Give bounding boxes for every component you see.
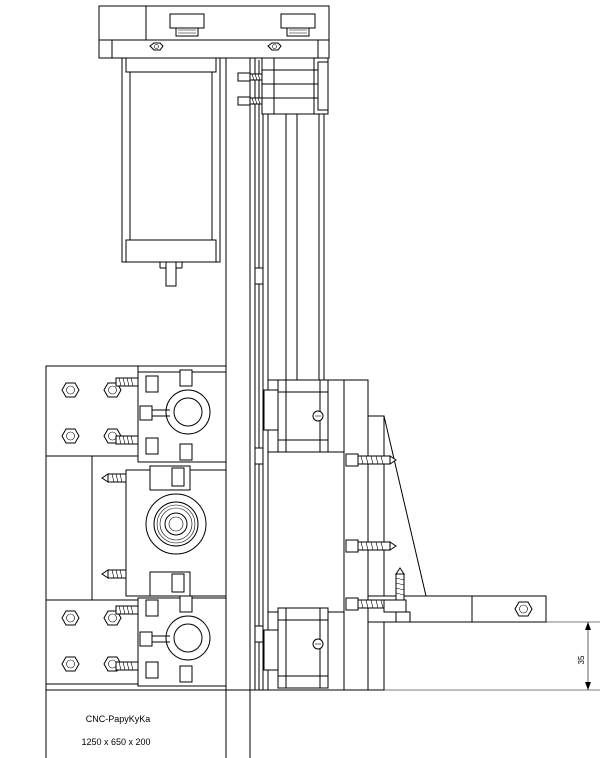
bolt-icon <box>115 435 139 445</box>
bolt-icon <box>115 661 139 671</box>
hex-nut-icon <box>61 610 80 626</box>
dimension-value: 35 <box>577 655 586 664</box>
nut-housing <box>101 465 227 597</box>
upper-shaft-clamp <box>115 369 227 463</box>
hex-nut-icon <box>61 428 80 444</box>
top-bearing-block <box>237 57 329 115</box>
bolt-icon <box>345 539 397 553</box>
bolt-icon <box>237 72 263 82</box>
right-plate <box>343 379 547 691</box>
bolt-icon <box>237 96 263 106</box>
hex-nut-icon <box>514 601 533 617</box>
bearing-icon <box>145 493 207 555</box>
hex-nut-icon <box>61 382 80 398</box>
bolt-icon <box>101 473 127 483</box>
dimension-35: 35 <box>368 621 600 691</box>
right-bearing-blocks <box>263 379 345 691</box>
title-size: 1250 x 650 x 200 <box>81 737 150 747</box>
bolt-icon <box>101 569 127 579</box>
left-plate-nuts <box>61 382 122 672</box>
lower-shaft-clamp <box>115 595 227 687</box>
bolt-icon <box>115 605 139 615</box>
bolt-icon <box>383 567 411 623</box>
hex-nut-icon <box>267 42 282 51</box>
top-motor-mount <box>98 5 330 59</box>
bolt-icon <box>345 453 397 467</box>
right-screws <box>345 453 411 623</box>
title-name: CNC-PapyKyKa <box>86 714 151 724</box>
stepper-motor-icon <box>121 57 221 287</box>
hex-nut-icon <box>61 656 80 672</box>
bolt-icon <box>115 377 139 387</box>
hex-nut-icon <box>149 42 164 51</box>
